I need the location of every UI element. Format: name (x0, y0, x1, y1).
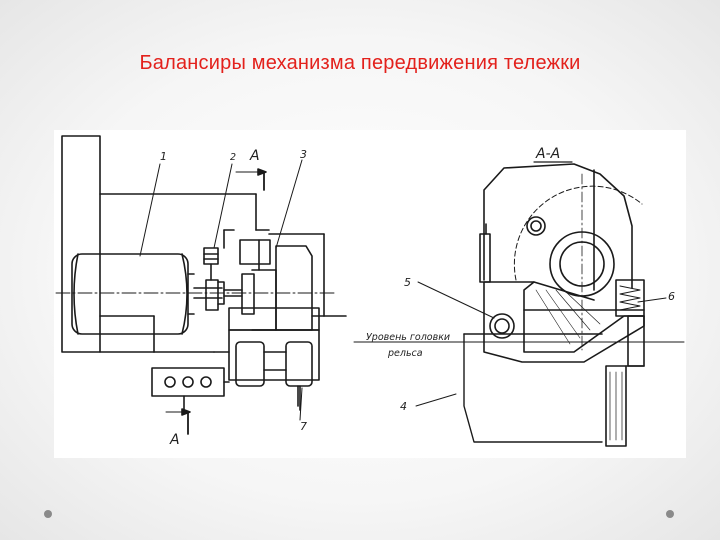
drawing-svg: 1 2 3 7 А А А-А 5 6 4 Уровень головки ре… (55, 135, 685, 448)
label-3: 3 (300, 148, 307, 161)
label-4: 4 (400, 400, 407, 413)
frame-wall (61, 135, 101, 353)
label-5: 5 (404, 276, 411, 289)
brake-unit (203, 229, 235, 311)
gearbox (239, 233, 347, 331)
terminal-block (151, 367, 230, 413)
rail-post (605, 365, 645, 447)
bogie-housing (479, 163, 643, 351)
electric-motor (71, 253, 195, 335)
label-6: 6 (668, 290, 675, 303)
section-mark-top: А (249, 148, 260, 164)
rail-level-label-line2: рельса (387, 348, 423, 359)
label-2: 2 (230, 152, 236, 163)
label-1: 1 (160, 150, 167, 163)
section-view (353, 161, 685, 447)
decor-dot-right (666, 510, 674, 518)
rail-level-label-line1: Уровень головки (366, 332, 450, 343)
label-7: 7 (300, 420, 307, 433)
section-mark-bottom: А (169, 432, 180, 448)
wheel-assembly (213, 307, 320, 411)
section-title: А-А (535, 146, 560, 162)
spring (615, 279, 645, 367)
slide-title: Балансиры механизма передвижения тележки (139, 52, 581, 74)
decor-dot-left (44, 510, 52, 518)
technical-drawing: 1 2 3 7 А А А-А 5 6 4 Уровень головки ре… (54, 130, 686, 458)
plan-view (55, 135, 347, 435)
